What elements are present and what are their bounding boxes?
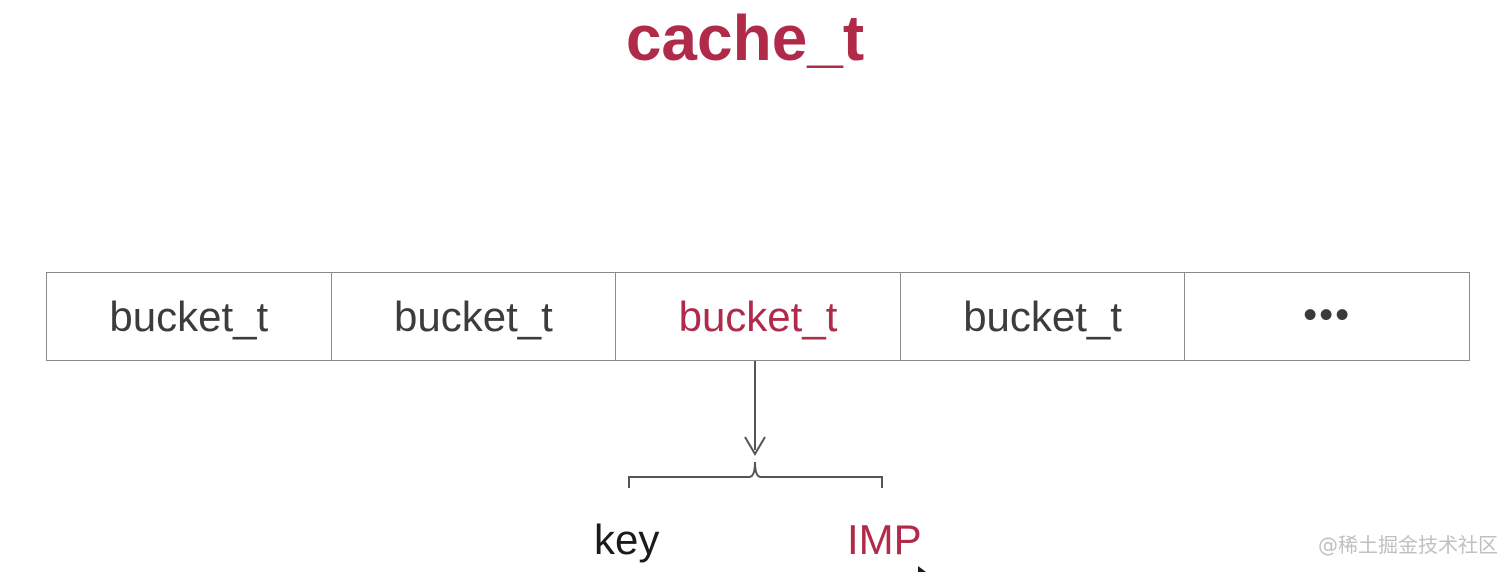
diagram-title: cache_t [625,2,865,74]
watermark: @稀土掘金技术社区 [1318,533,1498,557]
down-arrow-head [744,436,766,456]
bucket-cell-1: bucket_t [47,273,332,360]
bucket-cell-3-highlighted: bucket_t [616,273,901,360]
ellipsis-cell: ••• [1303,293,1352,337]
curly-brace [628,461,883,488]
bucket-cell-4: bucket_t [901,273,1186,360]
partial-arrow-icon [918,566,926,572]
bucket-cell-2: bucket_t [332,273,617,360]
key-label: key [594,516,660,563]
imp-label: IMP [847,516,922,563]
bucket-array: bucket_t bucket_t bucket_t bucket_t ••• [46,272,1470,361]
